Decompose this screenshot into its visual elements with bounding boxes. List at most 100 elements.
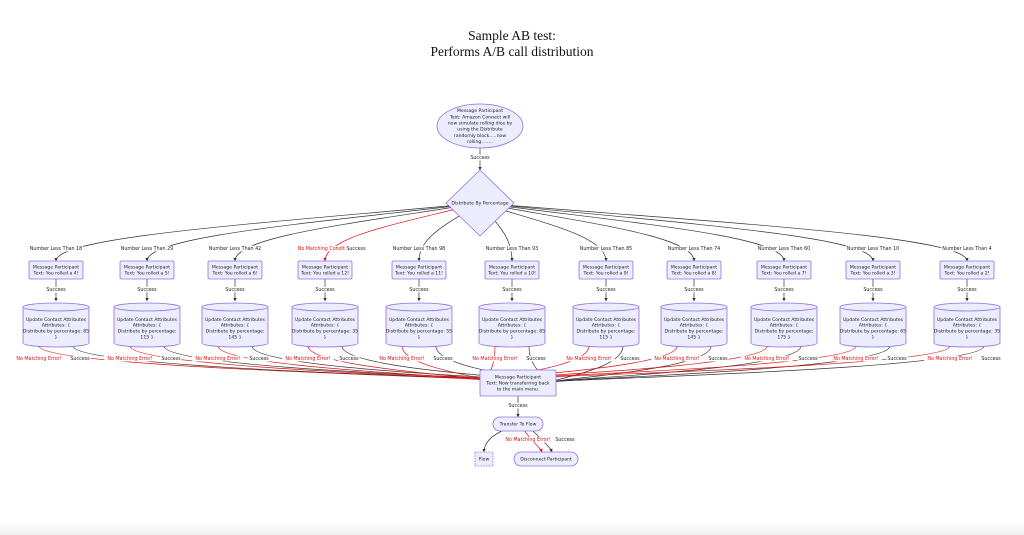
branch-update-cylinder: [933, 302, 1001, 348]
branch-update-text-line: Attributes: {: [859, 323, 888, 329]
branch-update-text-line: Attributes: {: [680, 323, 709, 329]
start-success-label: Success: [470, 155, 490, 161]
branch-update-text-line: Attributes: {: [953, 323, 982, 329]
update-success-label: Success: [70, 356, 90, 362]
branch-message-text-line: Message Participant: [671, 265, 717, 271]
branch-update-cylinder: [201, 302, 269, 348]
branch-condition-label-bg: [295, 245, 355, 252]
branch-message-text-line: Message Participant: [396, 265, 442, 271]
branch-success-label: Success: [46, 287, 66, 293]
branch-success-label: Success: [409, 287, 429, 293]
decision-label: Distribute By Percentage: [451, 201, 508, 207]
transfer-to-flow-label: Transfer To Flow: [499, 422, 537, 428]
branch-update-text-line: Distribute by percentage: 35: [934, 329, 1000, 335]
branch-message-shape: [207, 260, 263, 280]
update-error-label-bg: [192, 355, 244, 362]
branch-update-cylinder: [291, 302, 359, 348]
transfer-success-label-bg: [554, 436, 576, 443]
branch-update-text-line: Update Contact Attributes: [26, 317, 87, 323]
branch-condition-label: Number Less Than 93: [486, 246, 538, 252]
branch-condition-label: Number Less Than 42: [209, 246, 261, 252]
branch-update-cylinder: [572, 302, 640, 348]
branch-update-text-line: Update Contact Attributes: [295, 317, 356, 323]
edge-decision-to-branch-2: [145, 202, 481, 262]
branch-condition-label: Number Less Than 10: [847, 246, 899, 252]
transfer-to-flow-node: Transfer To Flow: [492, 416, 544, 432]
update-error-label: No Matching Error!: [654, 356, 699, 362]
branch-message-text-line: Text: You rolled a 5!: [123, 271, 169, 277]
branch-condition-label-bg: [28, 245, 84, 252]
branch-update-text-line: Update Contact Attributes: [482, 317, 543, 323]
branch-message-shape: [28, 260, 84, 280]
edge-decision-to-branch-9: [479, 202, 786, 262]
branch-success-label-bg: [408, 286, 430, 293]
decision-success-label: Success: [346, 246, 366, 252]
branch-update-cylinder: [478, 302, 546, 348]
update-error-label-bg: [104, 355, 156, 362]
branch-update-text-line: Distribute by percentage:: [577, 329, 636, 335]
start-message-shape: [436, 103, 524, 149]
branch-message-shape: [845, 260, 901, 280]
disconnect-participant-label: Disconnect Participant: [520, 457, 572, 463]
update-success-label: Success: [526, 356, 546, 362]
update-error-label: No Matching Error!: [472, 356, 517, 362]
branch-message-text-line: Message Participant: [302, 265, 348, 271]
edge-decision-to-branch-3: [233, 202, 481, 262]
branch-condition-label-bg: [391, 245, 447, 252]
update-success-label: Success: [708, 356, 728, 362]
branch-message-text-line: Text: You rolled a 12!: [300, 271, 349, 277]
update-success-label-bg: [980, 355, 1002, 362]
edge-update-success-11: [550, 345, 985, 383]
branch-update-text-line: Attributes: {: [133, 323, 162, 329]
update-success-label: Success: [339, 356, 359, 362]
branch-message-text-line: Message Participant: [124, 265, 170, 271]
update-success-label: Success: [887, 356, 907, 362]
diagram-title-line-1: Sample AB test:: [468, 28, 556, 43]
update-error-label: No Matching Error!: [107, 356, 152, 362]
branch-condition-label: Number Less Than 60: [758, 246, 810, 252]
update-error-label: No Matching Error!: [195, 356, 240, 362]
branch-condition-label-bg: [578, 245, 634, 252]
branch-success-label: Success: [774, 287, 794, 293]
update-success-label: Success: [161, 356, 181, 362]
branch-condition-label: Number Less Than 98: [393, 246, 445, 252]
branch-update-text-line: Update Contact Attributes: [664, 317, 725, 323]
branch-message-text-line: Message Participant: [761, 265, 807, 271]
branch-message-shape: [756, 260, 812, 280]
branch-success-label: Success: [502, 287, 522, 293]
update-error-label: No Matching Error!: [833, 356, 878, 362]
branch-update-text-line: 115 }: [599, 334, 612, 340]
branch-update-text-line: Distribute by percentage: 85: [479, 329, 545, 335]
branch-success-label: Success: [225, 287, 245, 293]
branch-update-text-line: Attributes: {: [770, 323, 799, 329]
branch-update-text-line: 145 }: [687, 334, 700, 340]
branch-update-text-line: 175 }: [777, 334, 790, 340]
flow-label: Flow: [479, 457, 490, 463]
update-success-label-bg: [619, 355, 641, 362]
edge-transfer-success-to-disconnect: [531, 429, 553, 453]
flow-shape: [474, 451, 494, 467]
start-message-text-line: using the Distribute: [457, 127, 503, 133]
update-success-label: Success: [433, 356, 453, 362]
branch-condition-label-bg: [666, 245, 722, 252]
branch-update-text-line: Update Contact Attributes: [117, 317, 178, 323]
update-success-label-bg: [69, 355, 91, 362]
bottom-fade: [0, 521, 1024, 535]
branch-success-label-bg: [773, 286, 795, 293]
update-success-label-bg: [525, 355, 547, 362]
edge-decision-to-branch-10: [479, 202, 875, 262]
start-message-text-line: now simulate rolling dice by: [448, 121, 513, 127]
decision-node: Distribute By Percentage: [445, 169, 515, 237]
